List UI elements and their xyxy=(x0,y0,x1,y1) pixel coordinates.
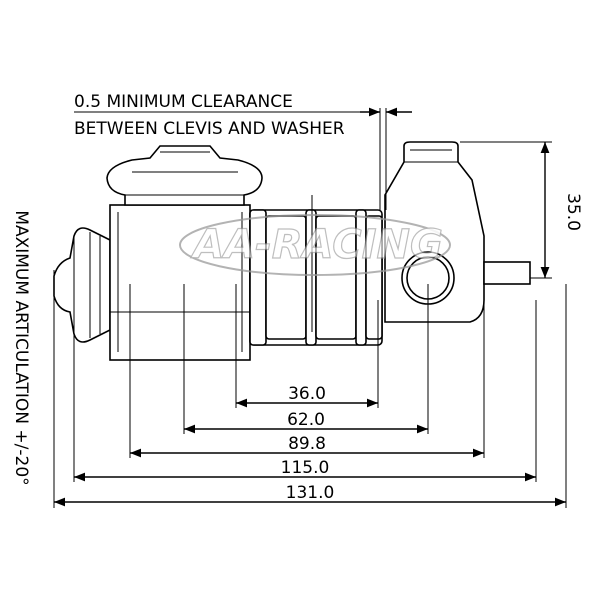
watermark-logo: AA-RACING xyxy=(179,214,451,276)
clearance-leader xyxy=(74,107,412,210)
dimension-131: 131.0 xyxy=(286,483,335,503)
reservoir-cap xyxy=(106,145,263,206)
vertical-dimension xyxy=(460,141,552,279)
dimension-62: 62.0 xyxy=(287,410,325,430)
dimension-36: 36.0 xyxy=(288,384,326,404)
dimension-115: 115.0 xyxy=(281,458,330,478)
witness-lines xyxy=(53,195,567,508)
clearance-note-line2: BETWEEN CLEVIS AND WASHER xyxy=(74,119,345,139)
dimension-35: 35.0 xyxy=(563,193,583,231)
watermark-text: AA-RACING xyxy=(190,222,443,268)
dimension-89-8: 89.8 xyxy=(288,434,326,454)
clearance-note-line1: 0.5 MINIMUM CLEARANCE xyxy=(74,92,293,112)
horizontal-dimensions xyxy=(54,398,566,507)
articulation-note: MAXIMUM ARTICULATION +/-20° xyxy=(11,210,31,485)
rubber-boot xyxy=(53,227,111,343)
cylinder-body xyxy=(109,204,251,361)
piston-sleeve xyxy=(249,209,383,346)
